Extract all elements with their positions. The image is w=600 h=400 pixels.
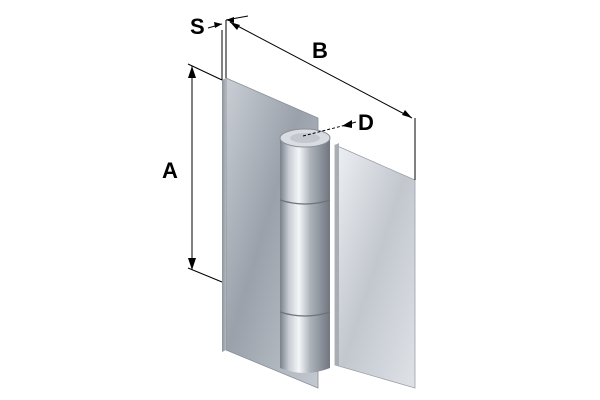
label-d: D xyxy=(358,110,374,135)
right-leaf-edge xyxy=(335,143,339,366)
dimension-s xyxy=(207,15,249,80)
label-s: S xyxy=(190,14,205,39)
dimension-b xyxy=(229,21,416,180)
dimension-d xyxy=(302,120,357,137)
right-leaf xyxy=(334,144,416,389)
hinge-knuckle xyxy=(279,128,331,373)
label-a: A xyxy=(162,158,178,183)
dimension-a xyxy=(187,63,223,283)
left-leaf-edge xyxy=(222,78,226,352)
label-b: B xyxy=(312,38,328,63)
